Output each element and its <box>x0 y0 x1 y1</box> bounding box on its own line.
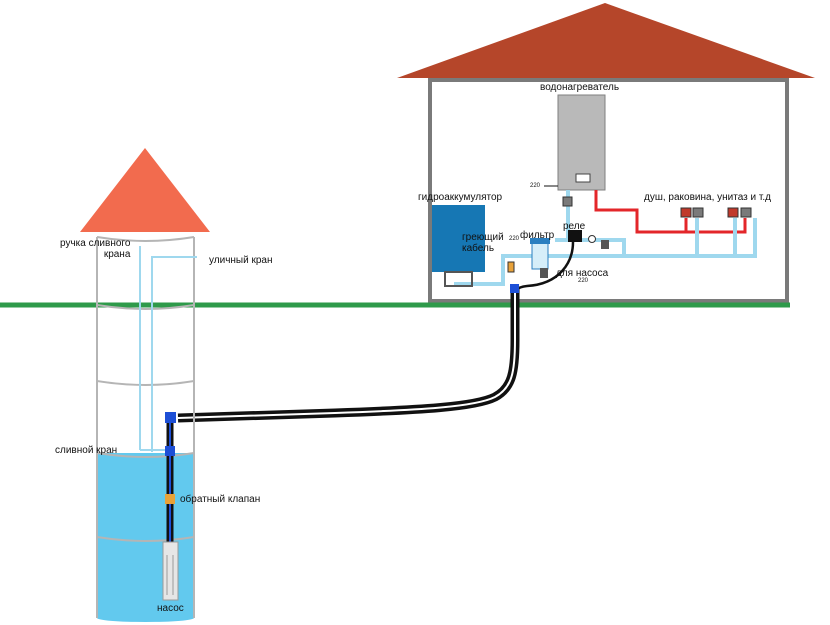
well-ring-2 <box>96 304 195 310</box>
supply-pipe-outdoor-stripe <box>177 288 516 419</box>
heater-valve <box>562 196 573 207</box>
tap-fitting-1 <box>680 207 692 218</box>
accumulator-stand <box>444 271 473 287</box>
label-relay: реле <box>563 221 586 232</box>
tap-fitting-3 <box>727 207 739 218</box>
label-drain-tap: сливной кран <box>55 445 118 456</box>
tap-fitting-4 <box>740 207 752 218</box>
well-ring-5 <box>96 536 195 542</box>
label-heating-cable: греющий кабель <box>462 232 504 254</box>
house-roof <box>397 3 815 78</box>
label-check-valve: обратный клапан <box>180 494 261 505</box>
drain-tap-fitting <box>165 446 175 456</box>
filter-cap <box>530 238 550 244</box>
cold-to-heater-pipe <box>566 190 626 256</box>
label-drain-handle: ручка сливного крана <box>60 238 131 260</box>
water-heater-display <box>575 173 591 183</box>
label-220-heater: 220 <box>530 183 541 189</box>
pipe-elbow <box>165 412 176 423</box>
label-water-heater: водонагреватель <box>540 82 620 93</box>
filter-unit <box>531 240 549 270</box>
label-street-tap: уличный кран <box>209 255 273 266</box>
well-ring-1 <box>96 236 195 242</box>
heating-cable-plug <box>507 261 515 273</box>
tap-fitting-2 <box>692 207 704 218</box>
pump-relay-box <box>540 268 548 278</box>
well-ring-3 <box>96 380 195 386</box>
well-water <box>97 453 194 618</box>
label-pump: насос <box>157 603 184 614</box>
hot-water-pipe <box>594 190 747 234</box>
label-consumers: душ, раковина, унитаз и т.д <box>644 192 771 203</box>
label-filter: фильтр <box>520 230 555 241</box>
inline-valve <box>601 240 609 249</box>
submersible-pump <box>162 541 179 601</box>
well-ring-4 <box>96 452 195 458</box>
cold-water-main-pipe <box>454 218 757 286</box>
well-roof <box>80 148 210 232</box>
accumulator-tank <box>432 205 485 272</box>
pressure-gauge <box>588 235 596 243</box>
label-accumulator: гидроаккумулятор <box>418 192 503 203</box>
check-valve-fitting <box>165 494 175 504</box>
well-bottom <box>97 614 194 622</box>
house-wall <box>428 78 789 303</box>
pipe-entry-fitting <box>510 284 519 293</box>
street-tap-pipe <box>151 256 197 452</box>
label-220-cable: 220 <box>509 236 520 242</box>
label-220-relay: 220 <box>578 278 589 284</box>
pressure-relay <box>568 230 582 242</box>
label-for-pump: для насоса <box>556 268 609 279</box>
